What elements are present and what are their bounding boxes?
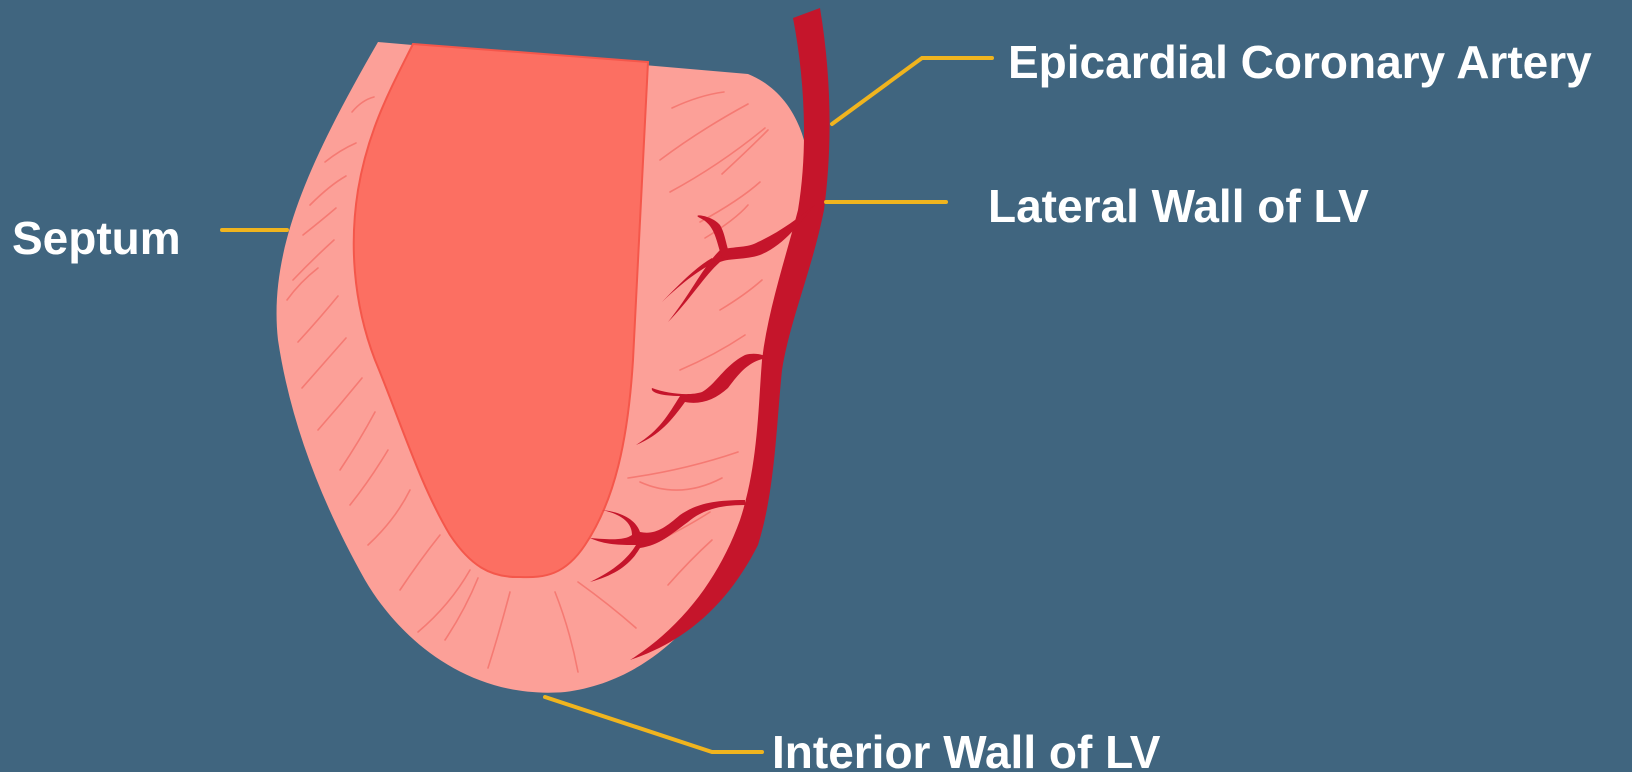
label-epicardial-coronary-artery: Epicardial Coronary Artery bbox=[1008, 36, 1592, 88]
label-interior-wall: Interior Wall of LV bbox=[772, 726, 1161, 772]
label-septum: Septum bbox=[12, 212, 181, 264]
leader-line-artery bbox=[832, 58, 992, 124]
leader-line-interior-wall bbox=[545, 697, 762, 752]
label-lateral-wall: Lateral Wall of LV bbox=[988, 180, 1369, 232]
